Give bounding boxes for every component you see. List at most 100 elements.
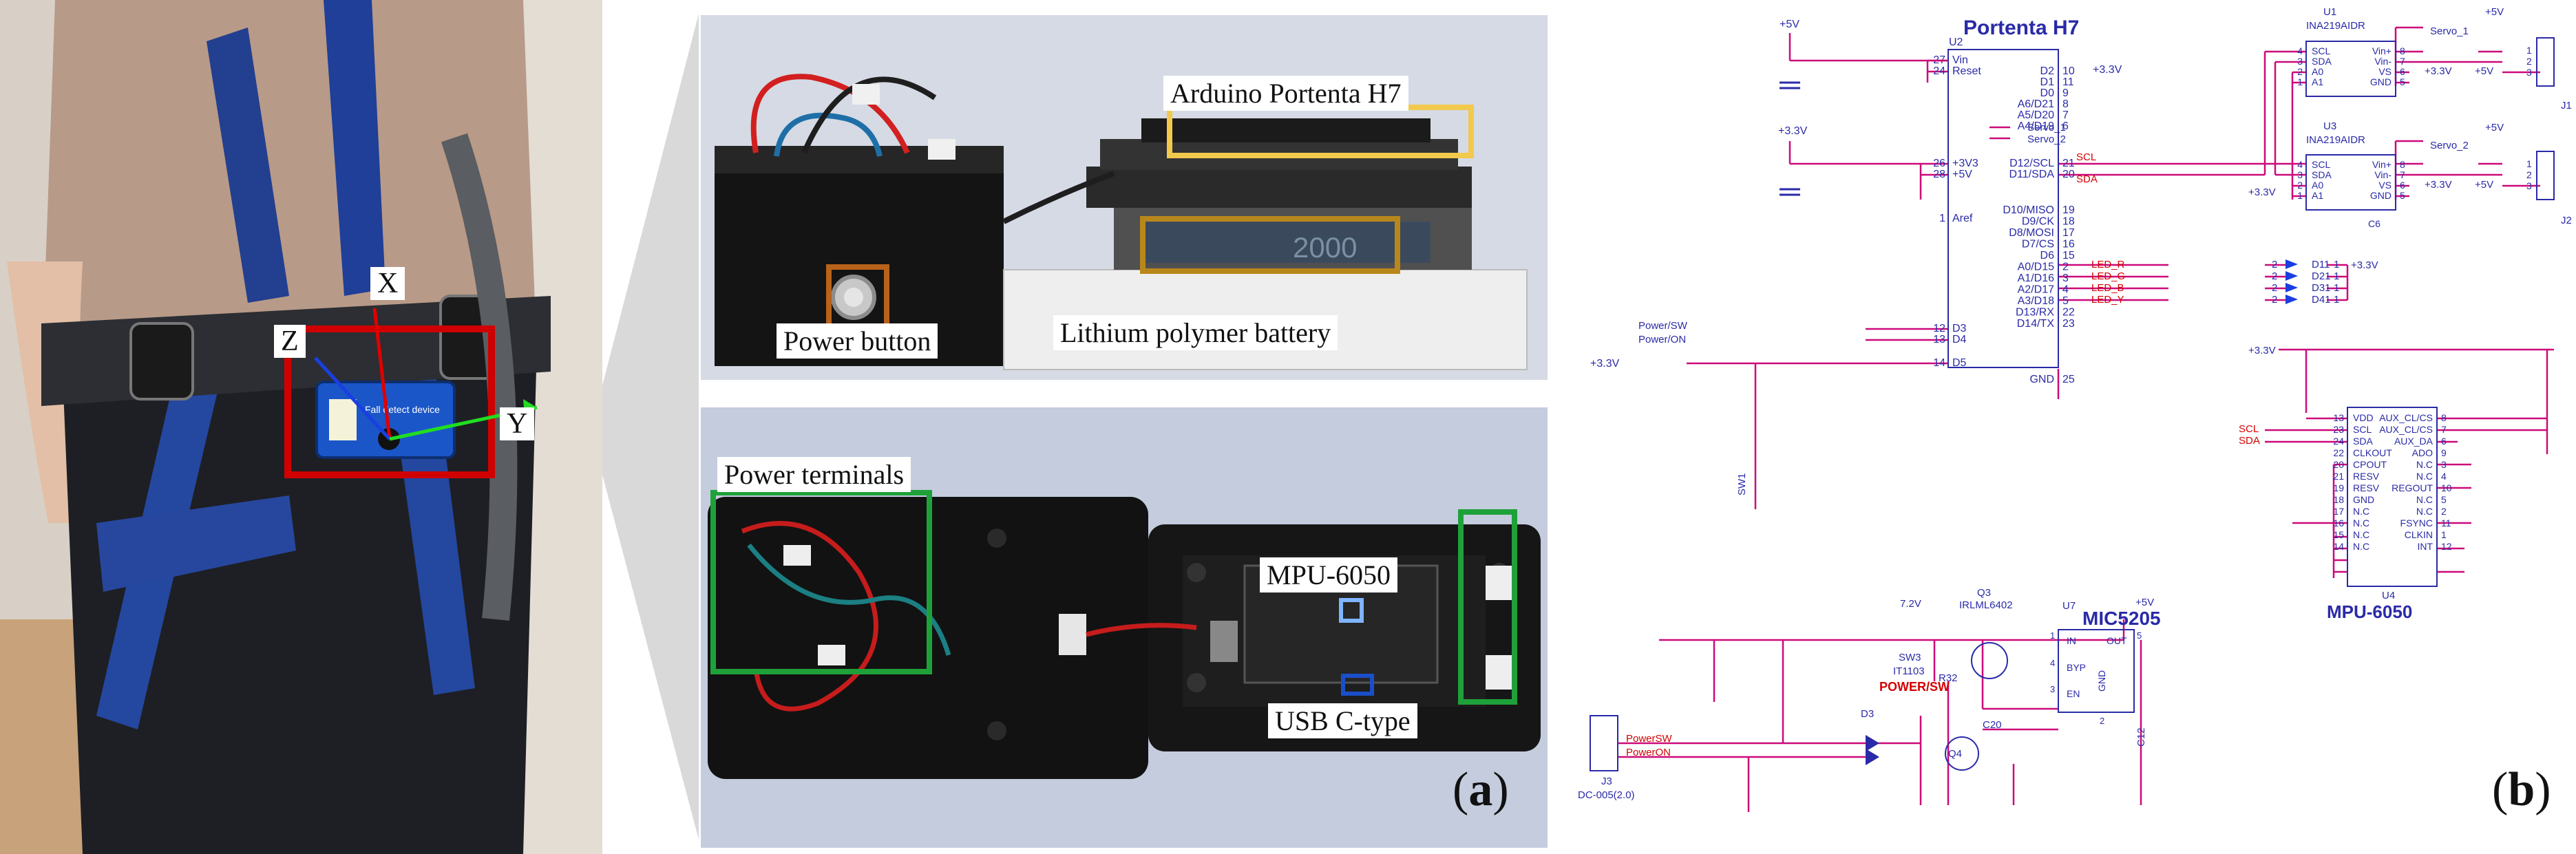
u2-left-pin-name: D4	[1952, 334, 1967, 345]
u2-right-pin-num: 10	[2062, 65, 2075, 77]
connector-pin: 2	[2526, 169, 2532, 180]
u4-left-pin-name: CLKOUT	[2353, 447, 2392, 458]
u2-right-pin-num: 8	[2062, 98, 2069, 110]
servo-2-net: Servo_2	[2027, 134, 2066, 145]
person-harness-illustration: Fall detect device	[0, 0, 602, 854]
u2-left-pin-num: 24	[1933, 65, 1945, 77]
led-ref: D31	[2312, 282, 2331, 294]
led-pin: 2	[2272, 259, 2277, 270]
usb-label: USB C-type	[1268, 703, 1417, 738]
u7-box	[2058, 629, 2135, 713]
u2-right-pin-num: 21	[2062, 158, 2075, 169]
u7-byp: BYP	[2067, 662, 2086, 673]
led-diode-symbol	[2285, 283, 2298, 292]
u2-left-pin-name: Aref	[1952, 213, 1973, 224]
u2-right-pin-name: GND	[2029, 374, 2054, 385]
u4-right-pin-name: N.C	[2416, 459, 2433, 470]
u3-left-pin-num: 3	[2297, 169, 2303, 180]
u4-left-pin-num: 19	[2333, 482, 2344, 493]
u3-right-pin-num: 5	[2400, 190, 2405, 201]
device-highlight-box	[284, 325, 495, 478]
led-diode-symbol	[2285, 295, 2298, 304]
u2-right-pin-name: D14/TX	[2017, 318, 2055, 330]
q3-part: IRLML6402	[1959, 599, 2013, 611]
rail-33v-2: +3.3V	[1590, 358, 1620, 370]
u2-right-pin-num: 2	[2062, 261, 2069, 273]
u4-right-pin-name: N.C	[2416, 471, 2433, 482]
u4-left-pin-num: 13	[2333, 412, 2344, 423]
u3-left-pin-name: A0	[2312, 180, 2323, 191]
battery-highlight-box	[1140, 216, 1400, 274]
u2-right-pin-name: D2	[2040, 65, 2055, 77]
u3-left-pin-num: 2	[2297, 180, 2303, 191]
u2-right-pin-name: A1/D16	[2018, 273, 2054, 284]
u2-right-pin-num: 17	[2062, 227, 2075, 239]
v72-label: 7.2V	[1900, 598, 1921, 610]
q4-symbol	[1945, 736, 1979, 771]
u3-right-pin-name: VS	[2378, 180, 2392, 191]
photo-device-open: Power terminals MPU-6050 USB C-type	[701, 407, 1548, 848]
u4-right-pin-num: 3	[2441, 459, 2447, 470]
u2-right-pin-name: D11/SDA	[2009, 169, 2054, 180]
usb-highlight-box	[1341, 674, 1374, 696]
axis-y-label: Y	[500, 407, 535, 440]
led-net-label: LED_R	[2091, 259, 2125, 270]
r32-label: R32	[1939, 672, 1958, 684]
u4-right-pin-num: 5	[2441, 494, 2447, 505]
led-diode-symbol	[2285, 271, 2298, 281]
connector-pin: 2	[2526, 56, 2532, 67]
u2-right-pin-num: 11	[2062, 76, 2074, 88]
u2-right-pin-num: 22	[2062, 307, 2075, 319]
u2-right-pin-num: 23	[2062, 318, 2075, 330]
u4-right-pin-name: AUX_CL/CS	[2379, 424, 2433, 435]
u7-pin-in: 1	[2050, 630, 2055, 641]
u4-right-pin-num: 10	[2441, 482, 2452, 493]
mpu-scl-net: SCL	[2239, 423, 2259, 435]
j2-label: J2	[2561, 215, 2572, 226]
u4-ref: U4	[2382, 590, 2395, 601]
u2-right-pin-name: A0/D15	[2018, 261, 2054, 273]
battery-label: Lithium polymer battery	[1053, 315, 1338, 350]
u3-right-pin-num: 8	[2400, 159, 2405, 170]
u2-left-pin-name: Vin	[1952, 54, 1968, 66]
u3-left-pin-num: 1	[2297, 190, 2303, 201]
u1-right-pin-name: GND	[2370, 76, 2392, 87]
u7-out: OUT	[2107, 635, 2127, 646]
sw1-label: SW1	[1736, 473, 1748, 495]
led-diode-symbol	[2285, 259, 2298, 269]
led-pin: 1	[2334, 270, 2339, 282]
axis-z-label: Z	[274, 325, 306, 358]
connector-pin: 3	[2526, 180, 2532, 191]
led-net-label: LED_B	[2091, 282, 2124, 294]
u4-right-pin-num: 4	[2441, 471, 2447, 482]
rail-33v-4: +3.3V	[2425, 65, 2452, 77]
photo-person-harness: Fall detect device X Z Y	[0, 0, 602, 854]
u2-right-pin-name: A3/D18	[2018, 295, 2054, 307]
u2-title: Portenta H7	[1963, 17, 2079, 39]
j3-part: DC-005(2.0)	[1578, 789, 1635, 801]
schematic-wires	[1618, 26, 2554, 812]
u4-left-pin-num: 16	[2333, 517, 2344, 529]
u2-right-pin-num: 18	[2062, 216, 2075, 228]
u3-left-pin-name: SCL	[2312, 159, 2330, 170]
u4-right-pin-num: 9	[2441, 447, 2447, 458]
connector-pin: 3	[2526, 67, 2532, 78]
led-net-label: LED_Y	[2091, 294, 2124, 306]
led-pin: 2	[2272, 294, 2277, 306]
u2-right-pin-num: 3	[2062, 273, 2069, 284]
u1-ref: U1	[2323, 6, 2336, 18]
u2-right-pin-name: D7/CS	[2022, 239, 2054, 250]
u2-right-pin-name: D13/RX	[2016, 307, 2054, 319]
q3-ref: Q3	[1977, 587, 1991, 599]
servo-1-label: Servo_1	[2430, 25, 2469, 37]
terminals-label: Power terminals	[717, 457, 911, 492]
sw3-name: POWER/SW	[1879, 680, 1950, 694]
u3-part: INA219AIDR	[2306, 134, 2365, 146]
u1-right-pin-name: Vin+	[2372, 45, 2392, 56]
rail-5v-5: +5V	[2475, 179, 2493, 191]
photo-device-side: 2000 Arduino Portenta H7 Power button Li…	[701, 15, 1548, 380]
j1-body	[2536, 37, 2555, 87]
u1-right-pin-num: 5	[2400, 76, 2405, 87]
u2-right-pin-name: A2/D17	[2018, 284, 2054, 296]
u4-left-pin-num: 17	[2333, 506, 2344, 517]
